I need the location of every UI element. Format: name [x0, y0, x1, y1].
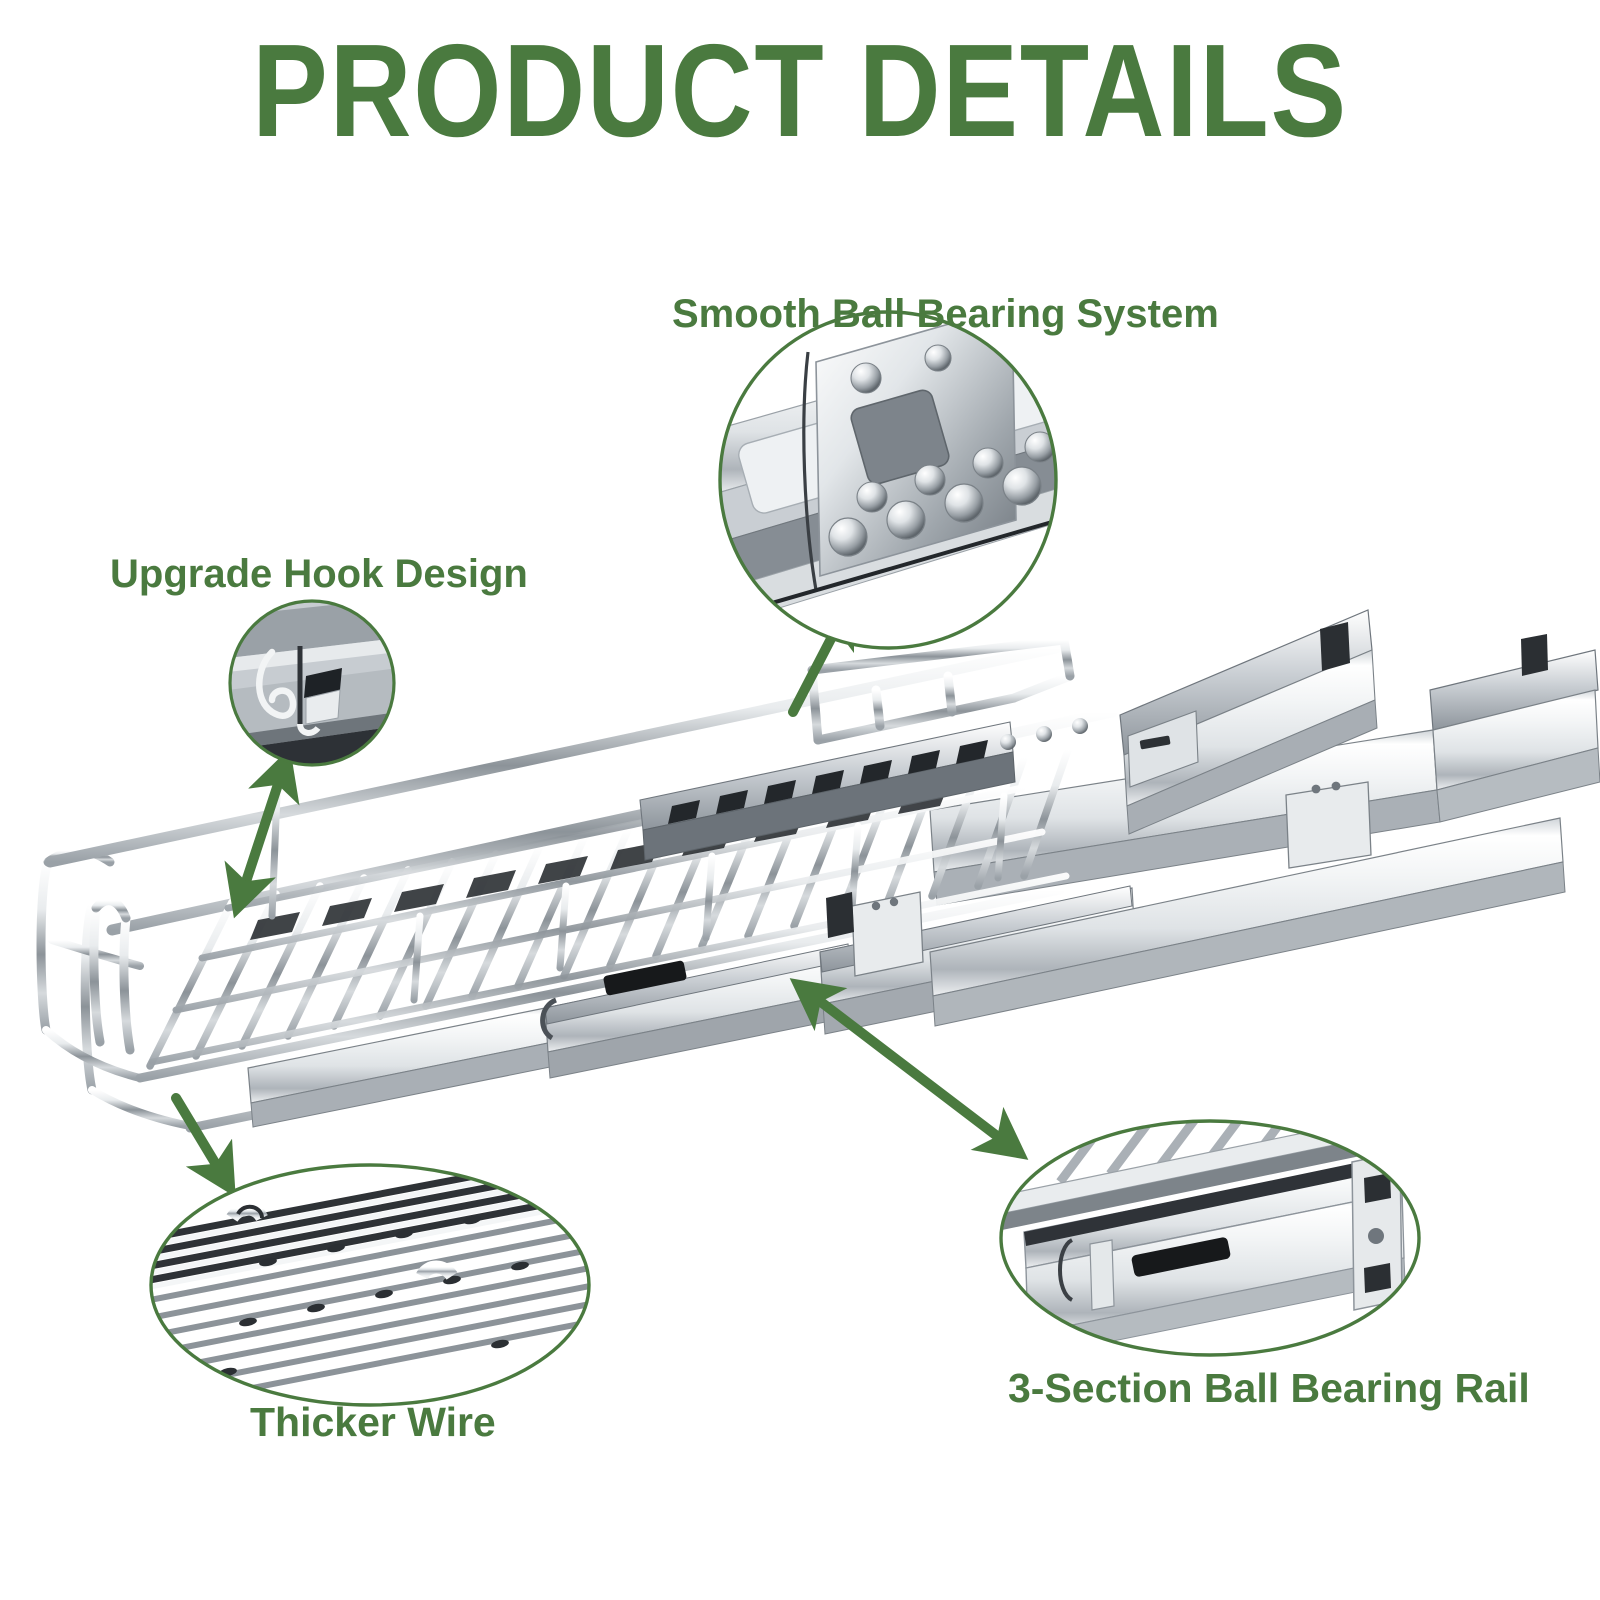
arrow-thicker-wire	[171, 1093, 236, 1198]
bubble-outline-ball-bearing	[718, 310, 1058, 650]
rear-slide-rail	[1119, 609, 1378, 835]
bubble-rail	[1001, 1121, 1419, 1355]
basket-inner-rail	[639, 721, 1016, 861]
arrow-hook	[224, 747, 300, 919]
bubble-outline-thicker-wire	[149, 1163, 591, 1407]
page-title: PRODUCT DETAILS	[252, 17, 1348, 164]
ball-bearings	[828, 344, 1056, 557]
callout-label-smooth-ball-bearing-system: Smooth Ball Bearing System	[672, 292, 1219, 336]
arrow-rail	[789, 978, 1029, 1160]
bearing-row-main	[1000, 718, 1088, 750]
bubble-outline-rail	[999, 1119, 1421, 1357]
basket-front-loop	[89, 896, 135, 1055]
thick-wire-posts	[224, 1202, 460, 1405]
callout-label-thicker-wire: Thicker Wire	[250, 1399, 496, 1445]
front-slide-rail	[247, 943, 856, 1128]
bubble-outline-hook	[228, 599, 396, 767]
callout-label-upgrade-hook-design: Upgrade Hook Design	[110, 552, 528, 596]
callout-label-3-section-ball-bearing-rail: 3-Section Ball Bearing Rail	[1008, 1365, 1530, 1411]
bubble-hook	[230, 601, 394, 765]
bubble-ball-bearing	[720, 312, 1056, 648]
